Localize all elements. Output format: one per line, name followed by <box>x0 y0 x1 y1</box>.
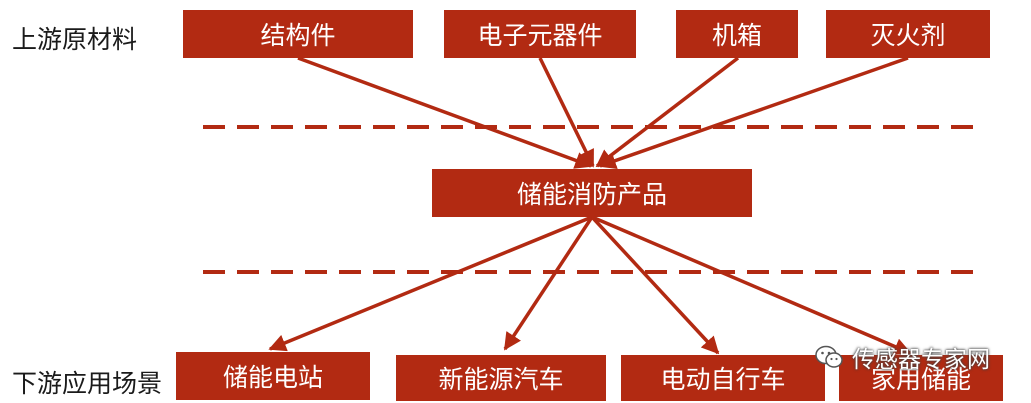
node-jiegoujian: 结构件 <box>183 10 413 58</box>
arrow-miehuoji-to-center <box>598 56 909 170</box>
arrow-center-to-chunengdianzhan <box>268 215 593 352</box>
node-jixiang: 机箱 <box>676 10 798 58</box>
node-diandongzixingche: 电动自行车 <box>621 355 825 401</box>
node-chuneng-xiaofang-chanpin: 储能消防产品 <box>432 169 752 217</box>
node-chunengdianzhan: 储能电站 <box>176 352 370 400</box>
watermark-text: 传感器专家网 <box>852 347 990 373</box>
wechat-icon <box>815 345 843 368</box>
watermark: 传感器专家网 <box>814 340 990 374</box>
arrow-jixiang-to-center <box>595 56 740 168</box>
downstream-label: 下游应用场景 <box>12 369 163 398</box>
arrow-center-to-xinnengyuanqiche <box>503 216 594 351</box>
arrow-center-to-jiayongchuneng <box>591 215 912 355</box>
arrow-center-to-diandongzixingche <box>590 215 720 355</box>
arrow-dianziyuanqijian-to-center <box>538 57 595 168</box>
arrow-jiegoujian-to-center <box>297 56 593 169</box>
node-miehuoji: 灭火剂 <box>826 10 990 58</box>
upstream-label: 上游原材料 <box>12 25 138 54</box>
node-dianziyuanqijian: 电子元器件 <box>444 10 636 58</box>
node-jiayongchuneng: 家用储能 <box>839 355 1003 401</box>
node-xinnengyuanqiche: 新能源汽车 <box>396 355 606 401</box>
